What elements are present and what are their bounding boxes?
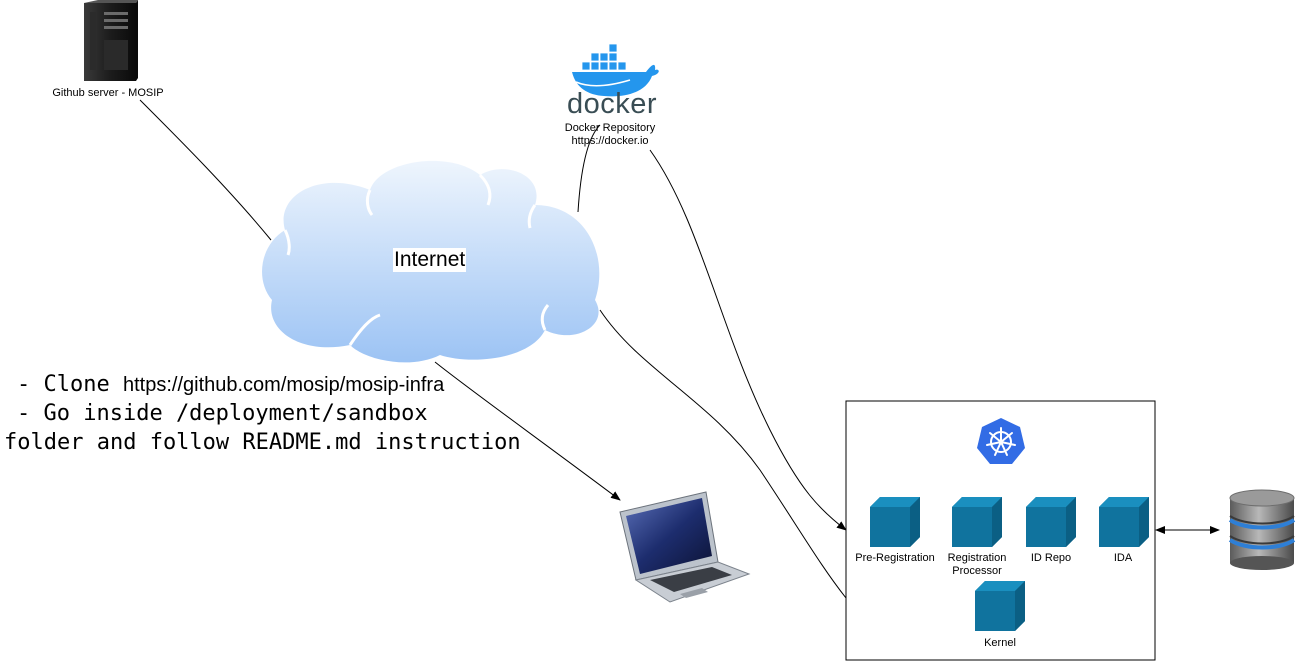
- cube-icon-pre-registration: [870, 497, 920, 547]
- instruction-line-1: - Clone https://github.com/mosip/mosip-i…: [17, 371, 444, 399]
- edge-docker-to-internet: [577, 124, 601, 213]
- cube-icon-id-repo: [1026, 497, 1076, 547]
- edge-docker-to-cluster: [649, 149, 847, 531]
- kubernetes-icon: [977, 418, 1025, 464]
- edge-internet-to-cluster: [599, 309, 847, 599]
- edge-internet-to-laptop: [434, 361, 621, 501]
- connectors: [139, 99, 1220, 599]
- internet-label: Internet: [393, 248, 467, 272]
- instruction-line-1-prefix: - Clone: [17, 372, 110, 397]
- service-label-registration-processor: Registration Processor: [947, 552, 1007, 577]
- docker-logo-text: docker: [567, 88, 658, 120]
- docker-repo-label: Docker Repository https://docker.io: [540, 122, 680, 148]
- server-tower-icon: [84, 0, 138, 81]
- service-label-id-repo: ID Repo: [1030, 552, 1072, 564]
- instruction-line-2: - Go inside /deployment/sandbox: [17, 401, 428, 426]
- cube-icon-ida: [1099, 497, 1149, 547]
- database-icon: [1228, 489, 1296, 570]
- docker-repo-label-line1: Docker Repository: [564, 122, 656, 134]
- cube-icon-registration-processor: [952, 497, 1002, 547]
- github-server-label: Github server - MOSIP: [52, 87, 164, 99]
- service-label-ida: IDA: [1113, 552, 1133, 564]
- instruction-line-3: folder and follow README.md instruction: [4, 430, 521, 455]
- service-label-kernel: Kernel: [984, 637, 1016, 649]
- laptop-icon: [619, 491, 751, 603]
- docker-whale-icon: [572, 43, 659, 97]
- edge-github-to-internet: [139, 99, 272, 241]
- cube-icon-kernel: [975, 581, 1025, 631]
- service-cubes: [870, 497, 1149, 631]
- instruction-line-1-url: https://github.com/mosip/mosip-infra: [122, 374, 445, 396]
- docker-repo-label-line2: https://docker.io: [571, 135, 649, 147]
- service-label-pre-registration: Pre-Registration: [855, 552, 935, 564]
